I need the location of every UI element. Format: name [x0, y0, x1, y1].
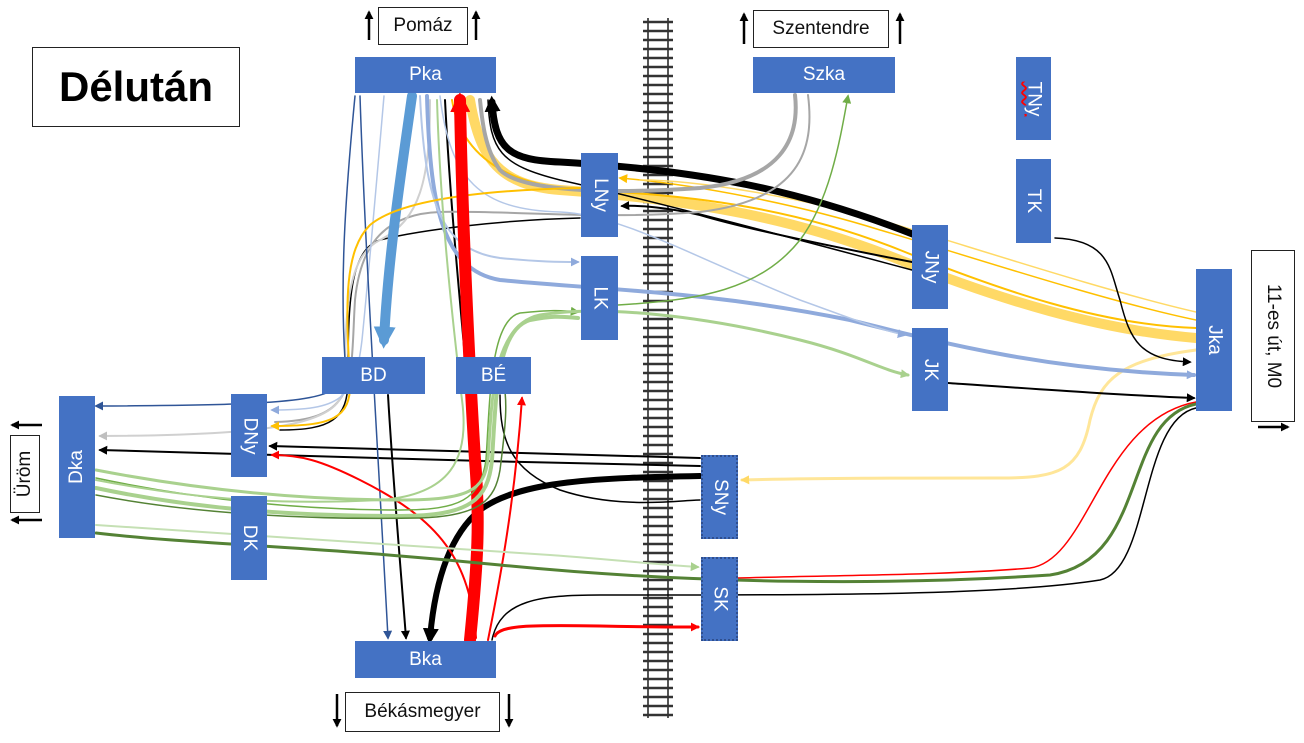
flow-sny-dka-black — [98, 445, 701, 467]
flow-bka-pka-red — [450, 92, 484, 646]
direction-label-east: 11-es út, M0 — [1251, 250, 1295, 422]
flow-pka-lk-lightblue — [419, 95, 580, 267]
flow-lny-dny-yellow — [270, 187, 581, 431]
flow-pka-bka-darkblue — [359, 95, 393, 640]
flow-bka-jka-black — [491, 407, 1197, 641]
node-sny[interactable]: SNy — [701, 455, 738, 539]
flow-jka-pka-yellow — [465, 95, 1201, 343]
flow-dka-pka-lightgreen — [95, 99, 465, 503]
flow-pka-jk-lightblue — [439, 95, 907, 338]
flow-tk-jka-black — [1054, 237, 1192, 367]
node-lny[interactable]: LNy — [581, 153, 618, 237]
node-pka[interactable]: Pka — [355, 57, 496, 93]
node-be[interactable]: BÉ — [456, 357, 531, 394]
node-dny[interactable]: DNy — [231, 394, 267, 477]
node-jk[interactable]: JK — [912, 328, 948, 411]
flow-pka-dny-lightblue — [270, 95, 385, 415]
flow-dka-jka-green2 — [95, 369, 507, 520]
flow-pka-bd-blue — [373, 91, 417, 349]
node-bka[interactable]: Bka — [355, 641, 496, 678]
node-jny[interactable]: JNy — [912, 225, 948, 309]
flow-dka-jk-lightgreen — [94, 309, 910, 502]
flow-lk-szka-green — [617, 94, 852, 306]
direction-label-pomaz: Pomáz — [378, 7, 468, 45]
flow-dka-sk-lightgreen — [95, 524, 700, 572]
flow-jny-pka-black — [484, 95, 919, 239]
node-szka[interactable]: Szka — [753, 57, 895, 93]
direction-label-bekasmegyer: Békásmegyer — [345, 692, 500, 732]
direction-label-urom: Üröm — [10, 435, 40, 513]
node-lk[interactable]: LK — [581, 256, 618, 340]
flow-bd-bka-black — [387, 394, 410, 640]
flow-szka-pka-grey — [478, 93, 798, 193]
node-dka[interactable]: Dka — [59, 396, 95, 538]
flow-bka-sk-red — [493, 622, 700, 638]
flow-jk-jka-black — [947, 382, 1196, 403]
direction-label-szentendre: Szentendre — [753, 10, 889, 48]
page-title: Délután — [32, 47, 240, 127]
node-sk[interactable]: SK — [701, 557, 738, 641]
node-tny[interactable]: TNy — [1016, 57, 1051, 140]
flow-bka-be-red — [487, 396, 526, 641]
flow-sk-jka-red — [737, 401, 1197, 579]
flow-pka-jka-periwinkle — [425, 94, 1196, 380]
flow-jny-lny-black — [620, 201, 913, 263]
node-dk[interactable]: DK — [231, 496, 267, 580]
flow-jka-sny-lightyellow — [740, 348, 1198, 485]
node-bd[interactable]: BD — [322, 357, 425, 394]
flow-lines — [94, 91, 1201, 646]
node-tk[interactable]: TK — [1016, 159, 1051, 243]
flow-lny-dny-black — [279, 217, 581, 431]
flow-bka-dny-red — [270, 450, 477, 639]
flow-sny-dny-black — [268, 441, 701, 459]
node-jka[interactable]: Jka — [1196, 269, 1232, 411]
flow-sny-bka-black — [422, 473, 703, 645]
railway-track-icon — [643, 18, 673, 718]
flow-pka-dka-darkblue — [94, 95, 356, 411]
